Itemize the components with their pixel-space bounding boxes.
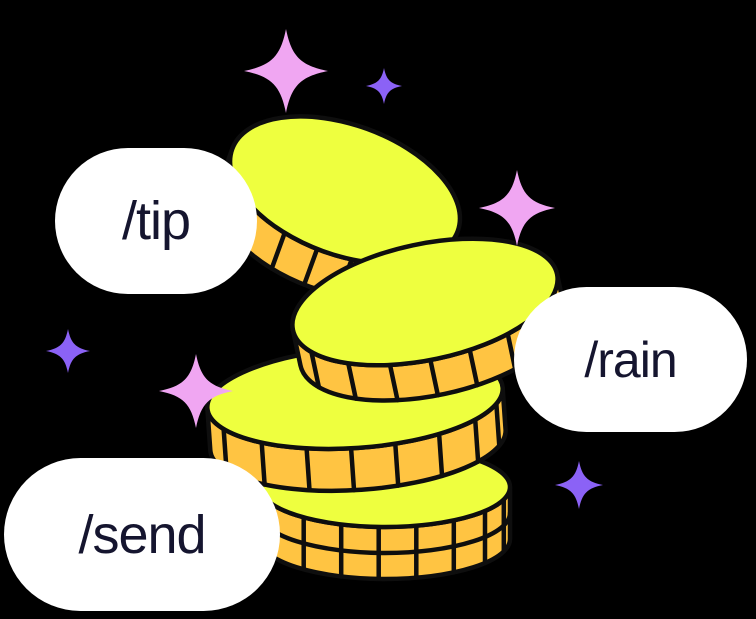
command-pill-rain: /rain <box>514 287 747 432</box>
command-pill-tip-label: /tip <box>121 191 191 251</box>
sparkle-icon-purple-top <box>366 68 402 104</box>
coin-second <box>290 236 568 403</box>
command-pill-rain-label: /rain <box>584 331 677 388</box>
sparkle-icon-pink-top <box>244 29 328 113</box>
sparkle-icon-pink-middle <box>159 354 233 428</box>
sparkle-icon-purple-left <box>46 329 90 373</box>
command-pill-send-label: /send <box>78 504 206 565</box>
coin-third-edge-segments <box>221 401 502 493</box>
command-pill-tip: /tip <box>55 148 257 294</box>
coin-second-face <box>290 236 560 368</box>
sparkle-icon-purple-bottom <box>555 461 603 509</box>
sparkle-icon-pink-right <box>479 170 555 246</box>
command-pill-send: /send <box>4 458 280 611</box>
